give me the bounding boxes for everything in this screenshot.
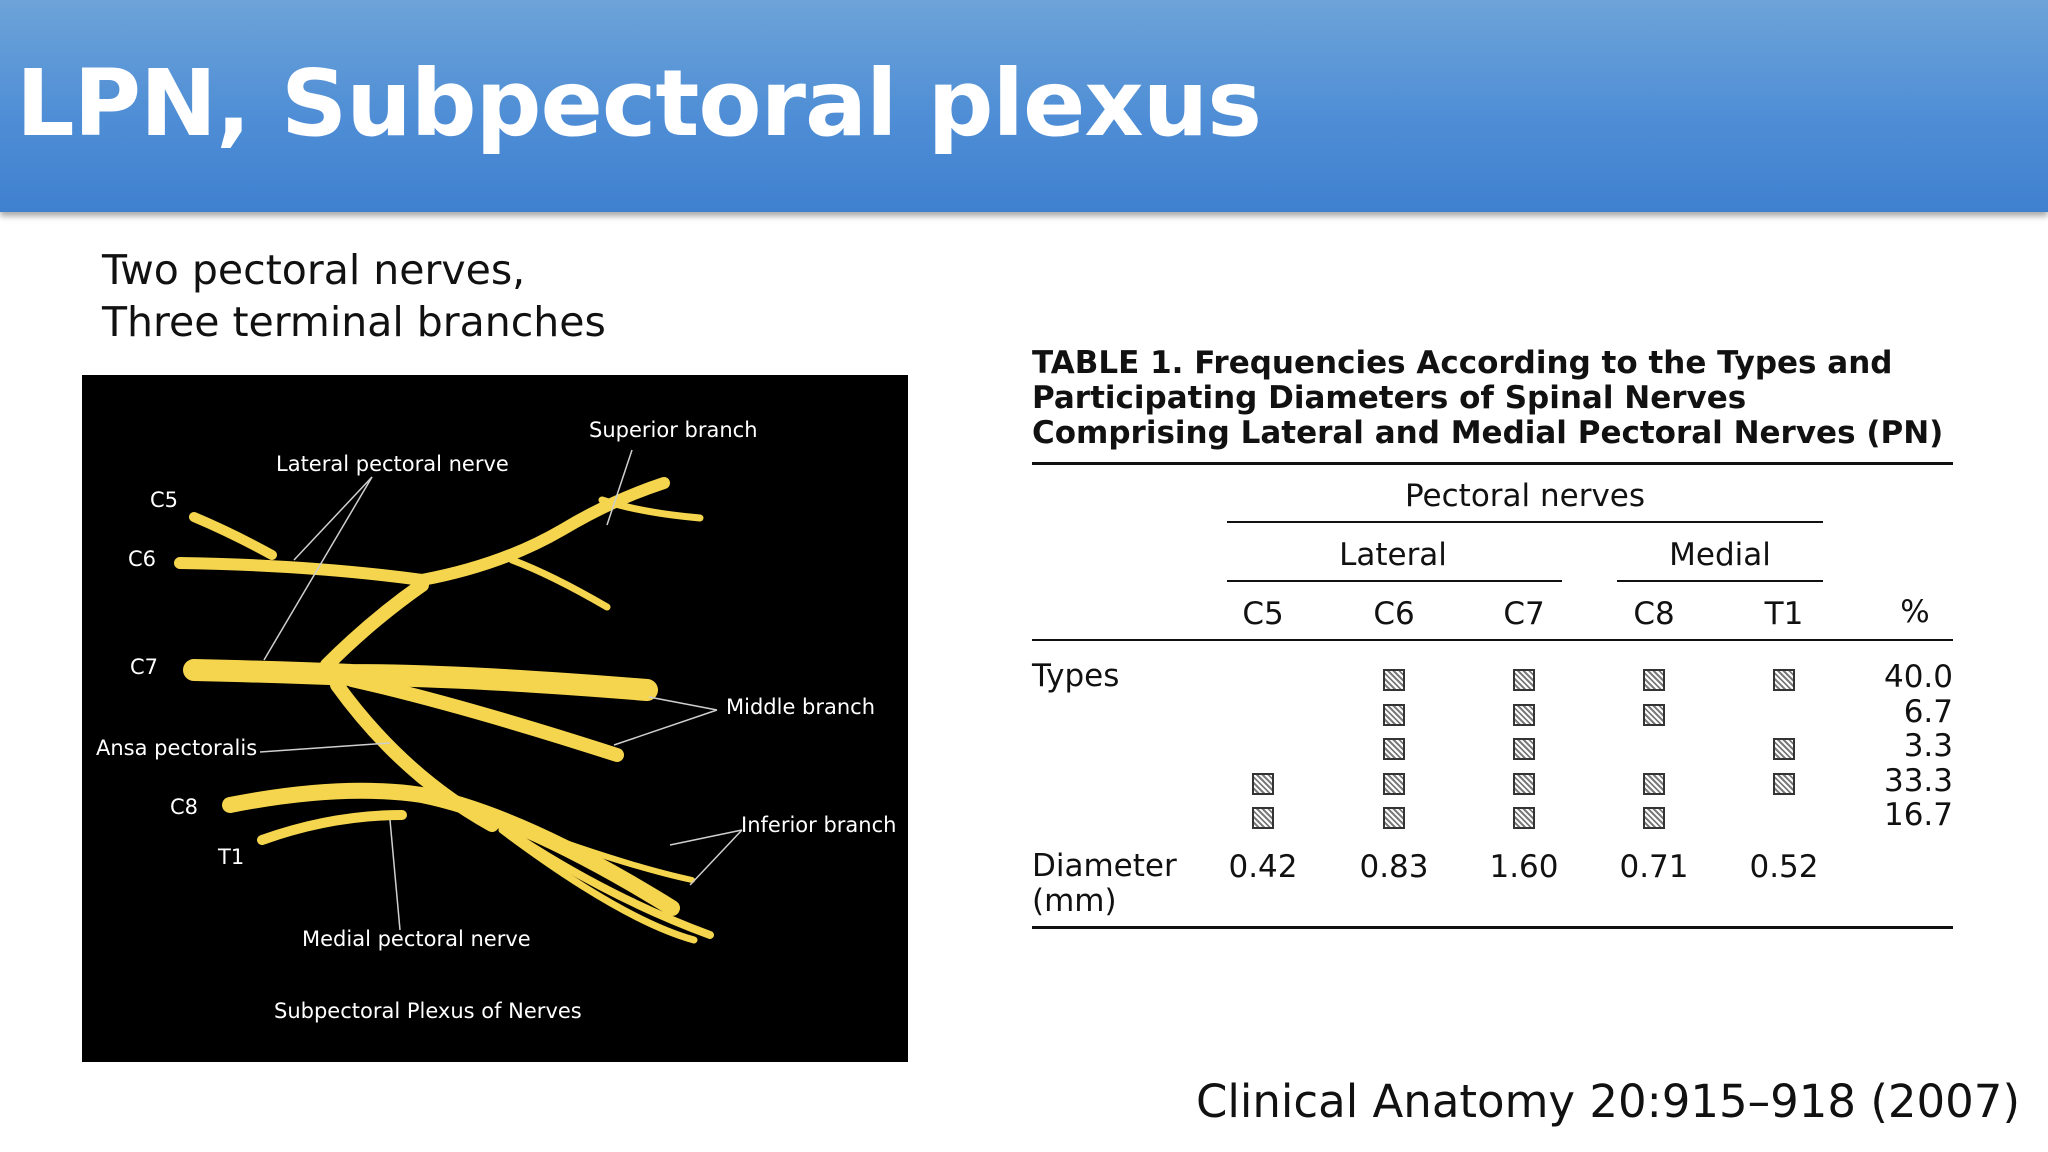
type-mark-c6 bbox=[1383, 703, 1405, 726]
label-inferior-branch: Inferior branch bbox=[741, 813, 897, 837]
type-percent: 16.7 bbox=[1883, 797, 1953, 833]
citation: Clinical Anatomy 20:915–918 (2007) bbox=[1195, 1075, 2020, 1128]
type-mark-c7 bbox=[1513, 669, 1535, 691]
type-mark-c6 bbox=[1383, 807, 1405, 829]
type-mark-c7 bbox=[1513, 703, 1535, 726]
type-mark-c7 bbox=[1513, 807, 1535, 829]
type-mark-c6 bbox=[1383, 738, 1405, 760]
diameter-c5: 0.42 bbox=[1228, 849, 1298, 885]
nerve-t1 bbox=[257, 810, 407, 845]
nerve-lateral-twig bbox=[508, 556, 611, 611]
header-rule-lateral bbox=[1227, 580, 1562, 582]
nerve-inferior-3 bbox=[499, 817, 695, 883]
col-header-c8: C8 bbox=[1633, 596, 1675, 632]
diameter-c7: 1.60 bbox=[1489, 849, 1559, 885]
row-label-diameter: Diameter (mm) bbox=[1032, 849, 1177, 919]
label-c8: C8 bbox=[170, 795, 199, 819]
type-mark-c6 bbox=[1383, 669, 1405, 691]
label-c7: C7 bbox=[130, 655, 159, 679]
type-percent: 33.3 bbox=[1883, 762, 1953, 799]
col-header-t1: T1 bbox=[1764, 596, 1804, 632]
type-mark-c5 bbox=[1252, 772, 1274, 795]
type-mark-c8 bbox=[1643, 669, 1665, 691]
intro-text: Two pectoral nerves, Three terminal bran… bbox=[102, 244, 606, 348]
slide-header: LPN, Subpectoral plexus bbox=[0, 0, 2048, 212]
type-mark-c7 bbox=[1513, 772, 1535, 795]
type-percent: 3.3 bbox=[1903, 728, 1953, 764]
nerve-c5 bbox=[189, 512, 277, 560]
row-label-types: Types bbox=[1032, 658, 1120, 694]
label-t1: T1 bbox=[218, 845, 245, 869]
diameter-c8: 0.71 bbox=[1619, 849, 1689, 885]
table-top-rule bbox=[1032, 462, 1953, 465]
label-medial-pectoral-nerve: Medial pectoral nerve bbox=[302, 927, 531, 951]
figure-caption: Subpectoral Plexus of Nerves bbox=[274, 999, 582, 1023]
label-ansa-pectoralis: Ansa pectoralis bbox=[96, 736, 258, 760]
nerve-plexus-figure: Superior branch Lateral pectoral nerve C… bbox=[82, 375, 908, 1062]
type-mark-t1 bbox=[1773, 772, 1795, 795]
nerve-c7-link bbox=[320, 578, 429, 672]
header-rule-group bbox=[1227, 521, 1823, 523]
intro-line-1: Two pectoral nerves, bbox=[102, 246, 526, 294]
nerve-middle-branch bbox=[345, 673, 624, 762]
nerve-illustration bbox=[174, 449, 743, 944]
type-mark-t1 bbox=[1773, 669, 1795, 691]
col-header-percent: % bbox=[1900, 594, 1930, 630]
label-middle-branch: Middle branch bbox=[726, 695, 876, 719]
diameter-t1: 0.52 bbox=[1749, 849, 1819, 885]
col-header-c5: C5 bbox=[1242, 596, 1284, 632]
type-mark-c8 bbox=[1643, 703, 1665, 726]
diameter-label-line-2: (mm) bbox=[1032, 883, 1117, 919]
type-mark-c6 bbox=[1383, 772, 1405, 795]
type-mark-c7 bbox=[1513, 738, 1535, 760]
col-header-c6: C6 bbox=[1373, 596, 1415, 632]
nerve-c6 bbox=[174, 477, 670, 587]
diameter-c6: 0.83 bbox=[1359, 849, 1429, 885]
nerve-inferior-1 bbox=[498, 823, 714, 939]
label-c5: C5 bbox=[150, 488, 179, 512]
table-bottom-rule bbox=[1032, 926, 1953, 929]
type-mark-c8 bbox=[1643, 807, 1665, 829]
nerve-superior-twig bbox=[598, 496, 704, 522]
header-pectoral-nerves: Pectoral nerves bbox=[1404, 478, 1646, 514]
nerve-inferior-2 bbox=[498, 826, 698, 944]
table-title: TABLE 1. Frequencies According to the Ty… bbox=[1032, 345, 1944, 451]
type-mark-t1 bbox=[1773, 738, 1795, 760]
header-lateral: Lateral bbox=[1339, 537, 1447, 573]
label-lateral-pectoral-nerve: Lateral pectoral nerve bbox=[276, 452, 509, 476]
slide-title: LPN, Subpectoral plexus bbox=[16, 50, 1262, 157]
label-c6: C6 bbox=[128, 547, 157, 571]
header-medial: Medial bbox=[1669, 537, 1771, 573]
type-mark-c8 bbox=[1643, 772, 1665, 795]
nerve-c8 bbox=[222, 782, 680, 916]
nerve-c7 bbox=[183, 659, 658, 701]
type-percent: 40.0 bbox=[1883, 659, 1953, 695]
type-percent: 6.7 bbox=[1903, 693, 1953, 730]
header-rule-medial bbox=[1617, 580, 1823, 582]
intro-line-2: Three terminal branches bbox=[102, 298, 606, 346]
diameter-label-line-1: Diameter bbox=[1032, 848, 1177, 884]
header-bottom-rule bbox=[1032, 639, 1953, 641]
label-superior-branch: Superior branch bbox=[589, 418, 758, 442]
type-mark-c5 bbox=[1252, 807, 1274, 829]
col-header-c7: C7 bbox=[1503, 596, 1545, 632]
